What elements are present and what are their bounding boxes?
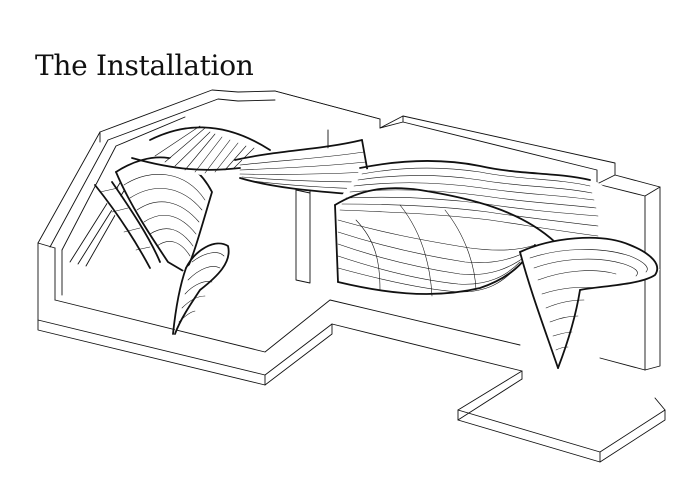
left-ribbon	[94, 125, 271, 335]
room-walls	[37, 89, 666, 463]
page-title: The Installation	[35, 49, 254, 82]
right-wall	[614, 174, 661, 371]
central-column	[295, 189, 311, 284]
right-ribbon	[334, 160, 660, 369]
back-wall	[274, 90, 616, 176]
